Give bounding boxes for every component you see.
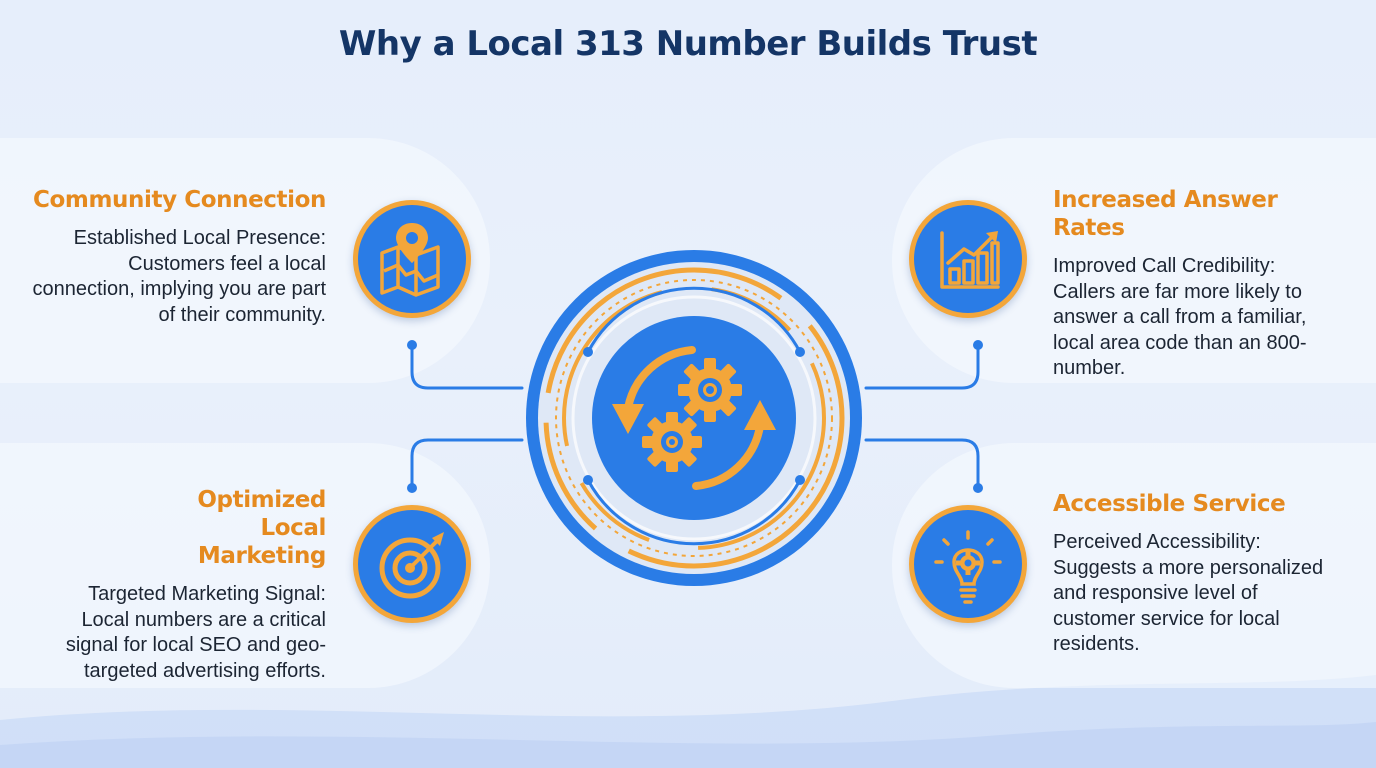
connector-bottom-right: [864, 438, 980, 490]
section-label: Improved Call Credibility:: [1053, 255, 1276, 277]
section-heading: Increased Answer Rates: [1053, 187, 1278, 241]
section-text: Callers are far more likely to answer a …: [1053, 280, 1307, 380]
connector-top-left: [410, 343, 524, 390]
target-icon: [353, 505, 471, 623]
lightbulb-gear-icon: [909, 505, 1027, 623]
connector-bottom-left: [410, 438, 524, 490]
section-heading: Accessible Service: [1053, 491, 1286, 517]
connector-dot-bottom-left: [407, 483, 417, 493]
page-title: Why a Local 313 Number Builds Trust: [338, 24, 1038, 64]
section-label: Established Local Presence:: [73, 227, 326, 249]
section-label: Perceived Accessibility:: [1053, 531, 1261, 553]
section-text: Suggests a more personalized and respons…: [1053, 556, 1324, 656]
connector-dot-top-right: [973, 340, 983, 350]
section-increased-answer-rates: Increased Answer Rates Improved Call Cre…: [1053, 186, 1338, 382]
section-text: Local numbers are a critical signal for …: [65, 608, 326, 682]
map-pin-icon: [353, 200, 471, 318]
gears-cycle-icon: [624, 346, 764, 490]
section-heading: Community Connection: [33, 187, 326, 213]
connector-dot-bottom-right: [973, 483, 983, 493]
growth-chart-icon: [909, 200, 1027, 318]
section-text: Customers feel a local connection, imply…: [32, 252, 327, 326]
section-community-connection: Community Connection Established Local P…: [26, 186, 327, 328]
connector-top-right: [864, 343, 980, 390]
hub-core: [592, 316, 796, 520]
connector-dot-top-left: [407, 340, 417, 350]
section-heading: Optimized Local Marketing: [197, 487, 326, 569]
section-accessible-service: Accessible Service Perceived Accessibili…: [1053, 490, 1338, 658]
section-optimized-local-marketing: Optimized Local Marketing Targeted Marke…: [36, 486, 327, 684]
section-label: Targeted Marketing Signal:: [88, 583, 326, 605]
